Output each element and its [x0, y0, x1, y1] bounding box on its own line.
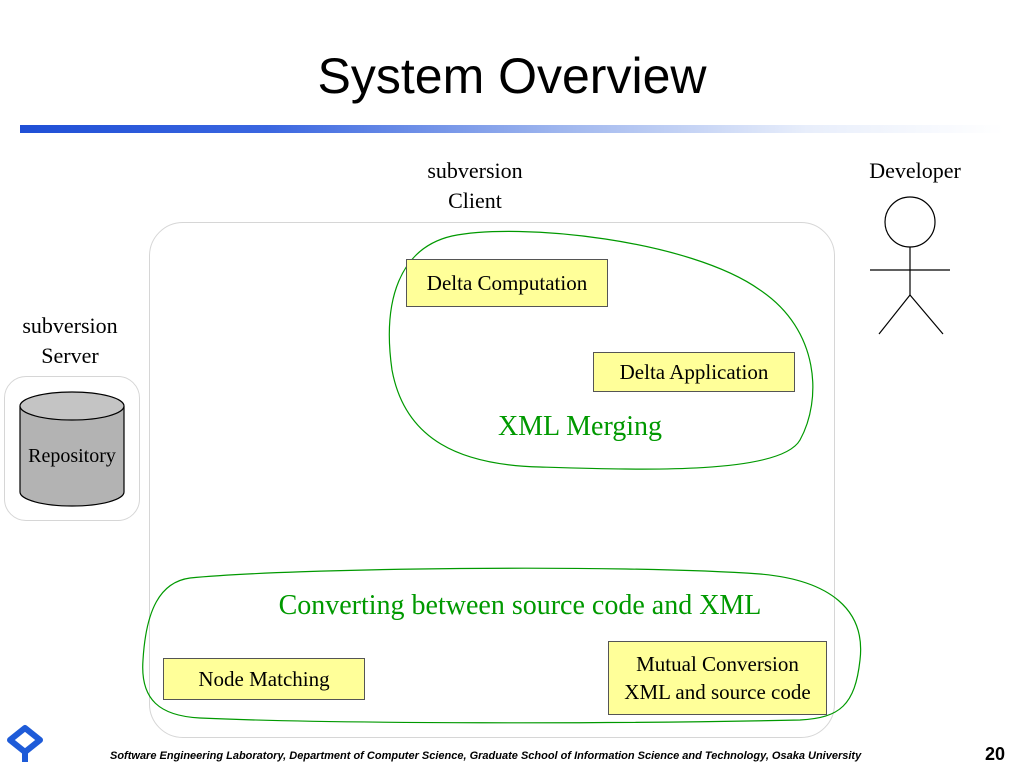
converting-outline — [142, 567, 862, 724]
mutual-conversion-line1: Mutual Conversion — [636, 652, 799, 676]
xml-merging-label: XML Merging — [497, 411, 663, 442]
converting-label: Converting between source code and XML — [278, 590, 762, 621]
repository-cylinder — [19, 391, 125, 507]
server-frame — [4, 376, 140, 521]
delta-application-box: Delta Application — [593, 352, 795, 392]
server-label: subversion Server — [0, 311, 140, 371]
title-rule — [20, 125, 1004, 133]
footer-text: Software Engineering Laboratory, Departm… — [110, 750, 862, 762]
slide-title: System Overview — [317, 48, 707, 104]
server-label-line1: subversion — [22, 313, 118, 338]
repository-label: Repository — [28, 445, 116, 467]
mutual-conversion-line2: XML and source code — [624, 680, 811, 704]
developer-stick-figure — [870, 196, 950, 335]
client-label-line1: subversion — [427, 158, 523, 183]
client-label: subversion Client — [395, 156, 555, 216]
delta-computation-box: Delta Computation — [406, 259, 608, 307]
university-logo — [7, 725, 43, 762]
mutual-conversion-box: Mutual Conversion XML and source code — [608, 641, 827, 715]
node-matching-box: Node Matching — [163, 658, 365, 700]
client-label-line2: Client — [448, 188, 502, 213]
developer-label: Developer — [869, 158, 961, 183]
server-label-line2: Server — [41, 343, 99, 368]
page-number: 20 — [985, 744, 1006, 764]
client-frame — [149, 222, 835, 738]
xml-merging-outline — [388, 230, 814, 470]
